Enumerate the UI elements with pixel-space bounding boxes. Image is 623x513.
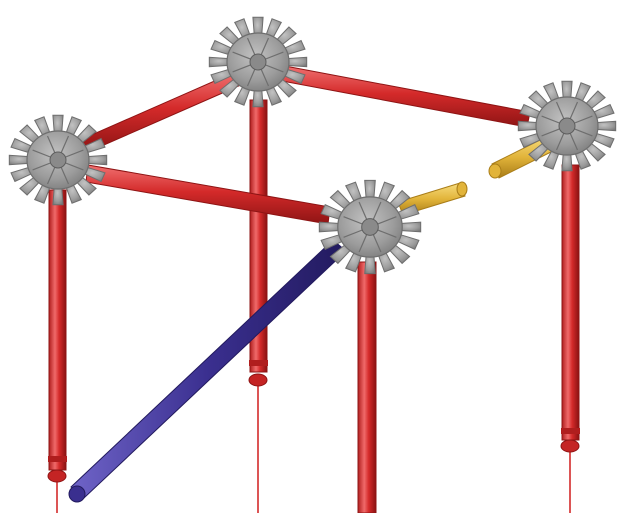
red-rod-back-left: [80, 72, 243, 152]
red-rod-back: [282, 66, 530, 127]
connector-hub-right: [518, 81, 615, 171]
blue-rod-diagonal: [69, 240, 346, 502]
connector-hub-front: [319, 180, 420, 273]
red-rod-leg-right: [561, 165, 580, 452]
red-rod-front: [86, 165, 330, 224]
red-rod-leg-rear: [249, 100, 268, 386]
connector-hub-left: [9, 115, 106, 205]
connector-hub-rear: [209, 17, 306, 107]
red-rod-leg-front: [358, 262, 376, 513]
connector-hubs: [9, 17, 615, 273]
red-rod-leg-left: [48, 190, 67, 482]
